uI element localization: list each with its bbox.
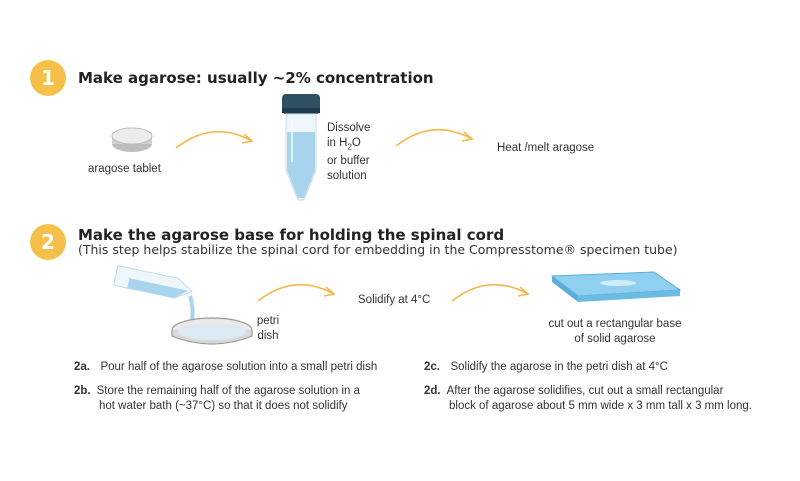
substep-2d: 2d.After the agarose solidifies, cut out… [424, 385, 752, 412]
pour-into-petri-dish-icon [113, 264, 253, 345]
substep-2b: 2b.Store the remaining half of the agaro… [74, 385, 361, 412]
substep-2c: 2c. Solidify the agarose in the petri di… [424, 361, 668, 373]
heat-label: Heat /melt aragose [497, 142, 595, 154]
step-1-badge: 1 [30, 60, 66, 96]
arrow-icon [395, 128, 474, 147]
arrow-icon [451, 283, 530, 302]
solidify-label: Solidify at 4°C [358, 294, 431, 306]
step-2-badge: 2 [30, 224, 66, 260]
conical-tube-icon [282, 94, 320, 201]
tablet-label: aragose tablet [88, 163, 161, 175]
substep-2a: 2a. Pour half of the agarose solution in… [74, 361, 378, 373]
step-1-title: Make agarose: usually ~2% concentration [78, 69, 434, 87]
dissolve-label: Dissolve in H2O or buffer solution [327, 122, 371, 183]
petri-dish-label: petri dish [256, 315, 280, 342]
base-label: cut out a rectangular base of solid agar… [548, 318, 682, 345]
step-2-title: Make the agarose base for holding the sp… [78, 226, 505, 244]
agarose-block-icon [550, 271, 682, 302]
agarose-tablet-icon [111, 127, 153, 152]
arrow-icon [257, 283, 336, 302]
arrow-icon [175, 130, 254, 149]
step-2-subtitle: (This step helps stabilize the spinal co… [78, 242, 678, 257]
